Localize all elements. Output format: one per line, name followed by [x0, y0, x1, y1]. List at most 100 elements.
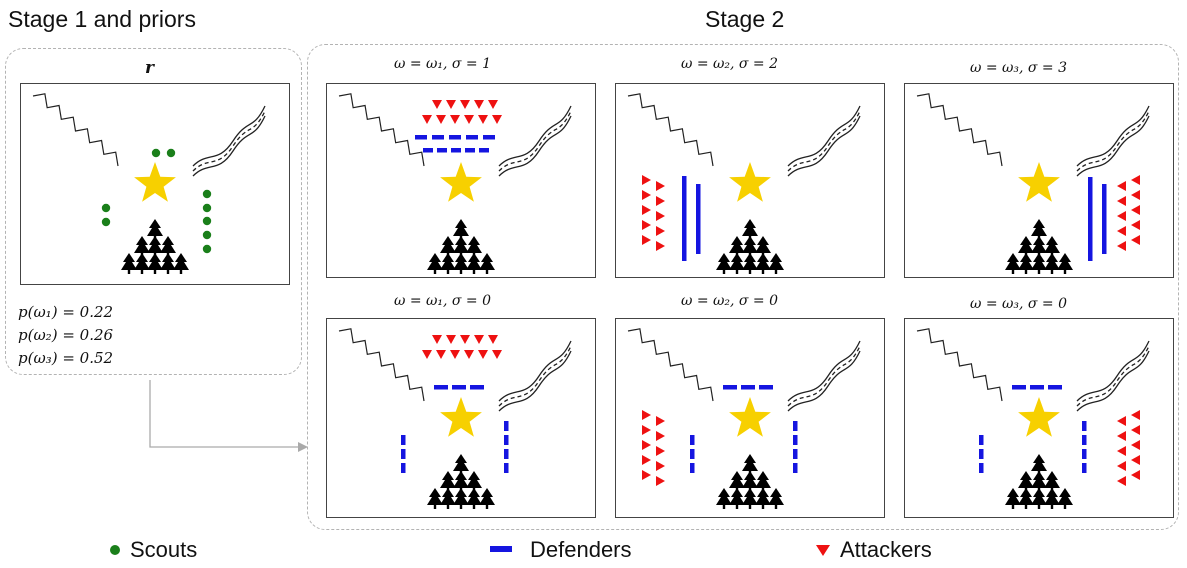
defender-marker	[682, 210, 687, 222]
stage2-caption-3: ω = ω₃, σ = 3	[969, 60, 1068, 76]
defender-marker	[690, 463, 695, 473]
stage2-caption-6: ω = ω₃, σ = 0	[969, 296, 1068, 312]
defender-marker	[1082, 463, 1087, 473]
attacker-marker	[422, 115, 432, 124]
scout-marker	[202, 189, 212, 199]
defender-marker	[682, 244, 687, 256]
attacker-marker	[492, 115, 502, 124]
forest-icon	[1005, 219, 1073, 274]
attacker-legend-icon	[816, 545, 830, 556]
attacker-marker	[1131, 175, 1140, 185]
attacker-marker	[1117, 431, 1126, 441]
attacker-marker	[436, 115, 446, 124]
base-star-icon	[729, 397, 771, 437]
stage1-heading: Stage 1 and priors	[8, 6, 196, 32]
attacker-marker	[1117, 416, 1126, 426]
defender-marker	[452, 385, 466, 390]
scout-marker	[101, 217, 111, 227]
attacker-marker	[478, 115, 488, 124]
stage2-caption-1: ω = ω₁, σ = 1	[393, 56, 492, 72]
attacker-marker	[446, 100, 456, 109]
forest-icon	[427, 454, 495, 509]
forest-icon	[1005, 454, 1073, 509]
prior-omega1: p(ω₁) = 0.22	[18, 303, 114, 321]
forest-icon	[716, 219, 784, 274]
base-star-icon	[729, 162, 771, 202]
scout-legend-icon	[110, 545, 120, 555]
attacker-marker	[656, 476, 665, 486]
defender-marker	[415, 135, 427, 140]
attacker-marker	[1117, 476, 1126, 486]
defender-marker	[401, 449, 406, 459]
scout-marker	[202, 216, 212, 226]
scout-marker	[202, 203, 212, 213]
stage2-panel-3	[904, 83, 1174, 278]
defender-marker	[1102, 184, 1107, 254]
river-icon	[1076, 105, 1150, 177]
defender-marker	[437, 148, 447, 153]
mountain-icon	[916, 328, 1003, 402]
attacker-marker	[474, 335, 484, 344]
attacker-marker	[422, 350, 432, 359]
attacker-marker	[1131, 440, 1140, 450]
defender-marker	[1082, 421, 1087, 431]
attacker-marker	[642, 220, 651, 230]
defender-marker	[470, 385, 484, 390]
stage2-caption-4: ω = ω₁, σ = 0	[393, 293, 492, 309]
forest-icon	[716, 454, 784, 509]
attacker-marker	[1131, 235, 1140, 245]
river-icon	[787, 105, 861, 177]
defender-marker	[696, 184, 701, 254]
attacker-marker	[492, 350, 502, 359]
scouts-legend-label: Scouts	[130, 537, 198, 562]
attacker-marker	[464, 350, 474, 359]
attacker-marker	[450, 350, 460, 359]
attacker-marker	[642, 190, 651, 200]
base-star-icon	[1018, 162, 1060, 202]
stage-arrow	[149, 380, 308, 452]
stage2-caption-5: ω = ω₂, σ = 0	[680, 293, 779, 309]
base-star-icon	[1018, 397, 1060, 437]
defender-marker	[1082, 449, 1087, 459]
river-icon	[192, 105, 266, 177]
defender-marker	[979, 435, 984, 445]
attacker-marker	[656, 241, 665, 251]
river-icon	[498, 105, 572, 177]
attacker-marker	[436, 350, 446, 359]
attacker-marker	[1131, 190, 1140, 200]
defender-marker	[504, 463, 509, 473]
defender-marker	[1012, 385, 1026, 390]
defender-marker	[979, 463, 984, 473]
attacker-marker	[1131, 455, 1140, 465]
attacker-marker	[1131, 220, 1140, 230]
defender-marker	[793, 435, 798, 445]
attacker-marker	[656, 226, 665, 236]
base-star-icon	[440, 397, 482, 437]
attacker-marker	[1131, 470, 1140, 480]
stage2-heading: Stage 2	[705, 6, 785, 32]
stage2-group	[307, 44, 1179, 530]
defender-marker	[682, 176, 687, 188]
attacker-marker	[460, 100, 470, 109]
attacker-marker	[478, 350, 488, 359]
prior-omega3: p(ω₃) = 0.52	[18, 349, 114, 367]
attacker-marker	[446, 335, 456, 344]
stage2-panel-2	[615, 83, 885, 278]
stage2-panel-1	[326, 83, 596, 278]
attacker-marker	[656, 416, 665, 426]
defender-marker	[723, 385, 737, 390]
defender-marker	[1030, 385, 1044, 390]
scout-marker	[202, 230, 212, 240]
defender-marker	[682, 227, 687, 239]
attacker-marker	[488, 100, 498, 109]
defender-marker	[465, 148, 475, 153]
defender-marker	[793, 449, 798, 459]
attacker-marker	[1117, 196, 1126, 206]
defender-marker	[690, 435, 695, 445]
defender-marker	[401, 435, 406, 445]
defender-marker	[434, 385, 448, 390]
defender-marker	[1048, 385, 1062, 390]
scout-marker	[202, 244, 212, 254]
attacker-marker	[642, 470, 651, 480]
attacker-marker	[642, 205, 651, 215]
